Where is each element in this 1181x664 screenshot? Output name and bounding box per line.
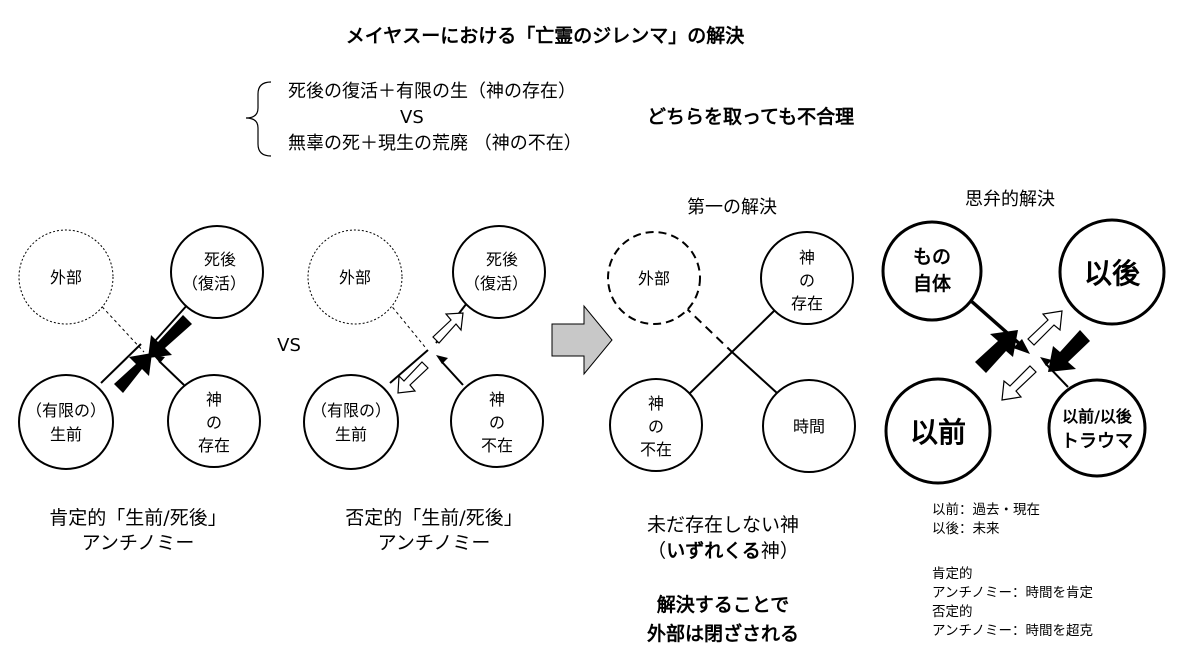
caption-paren-open: （	[647, 540, 666, 562]
panel-negative: 外部 死後 （復活） （有限の） 生前 神 の 不在 否定的「生前/死後」 アン…	[303, 225, 546, 554]
note-line-6: 否定的	[932, 604, 973, 620]
node-after-label-2: （復活）	[464, 274, 528, 293]
link-before	[389, 349, 429, 384]
dilemma-vs: VS	[400, 107, 424, 128]
node-before	[884, 377, 992, 485]
heading-speculative-solution: 思弁的解決	[965, 189, 1055, 210]
bold-note-1: 解決することで	[657, 593, 789, 616]
dilemma-line-2: 無辜の死＋現生の荒廃 （神の不在）	[288, 133, 582, 154]
link-god	[158, 360, 185, 386]
node-after-label-2: （復活）	[182, 274, 246, 293]
node-after	[452, 225, 546, 319]
node-god	[167, 374, 261, 468]
node-god-absent	[609, 378, 703, 472]
link-outer	[683, 305, 733, 353]
arrow-from-after	[148, 315, 192, 358]
dilemma-conclusion: どちらを取っても不合理	[647, 105, 854, 128]
node-before-label-2: 生前	[50, 425, 82, 444]
link-god	[441, 361, 464, 386]
node-after	[1058, 218, 1166, 326]
caption-negative-1: 否定的「生前/死後」	[345, 507, 522, 529]
link-after	[154, 302, 190, 342]
node-time-label: 時間	[793, 417, 825, 436]
node-trauma	[1047, 378, 1147, 478]
node-god-exists	[760, 231, 854, 325]
arrow-toward-after	[1027, 310, 1063, 346]
node-before-label-1: （有限の）	[26, 401, 106, 420]
dilemma-brace	[245, 81, 272, 157]
node-trauma-label-1: 以前/以後	[1062, 407, 1133, 426]
link-god-exists	[731, 309, 776, 353]
node-after	[170, 225, 264, 319]
link-before	[100, 343, 142, 384]
panel-speculative-solution: 思弁的解決 もの 自体 以後 以前 以前/以後 トラウマ 以前：過去・現在 以後…	[881, 189, 1166, 639]
node-god-absent-label-3: 不在	[640, 440, 672, 459]
node-thing-label-1: もの	[913, 246, 951, 268]
node-before	[18, 374, 114, 470]
node-outer	[307, 229, 403, 325]
node-god-absent-label-2: の	[648, 417, 664, 436]
node-outer-label: 外部	[339, 268, 371, 287]
caption-bold-part: いずれくる	[666, 540, 761, 562]
node-outer-label: 外部	[638, 269, 670, 288]
node-before-label: 以前	[910, 416, 966, 449]
arrow-head-trauma	[1040, 357, 1052, 366]
node-after-label-1: 死後	[486, 250, 518, 269]
arrow-toward-before	[397, 361, 429, 394]
arrow-toward-before	[1001, 365, 1037, 401]
vs-label: VS	[277, 335, 301, 356]
panel-first-solution: 第一の解決 外部 神 の 存在 神 の 不在 時間 未だ存在しない神 （いずれく…	[607, 197, 856, 645]
node-god-exists-label-3: 存在	[791, 294, 823, 313]
node-outer-label: 外部	[50, 268, 82, 287]
node-after-label-1: 死後	[204, 250, 236, 269]
node-god-label-1: 神	[206, 390, 222, 409]
arrow-from-after	[1048, 330, 1090, 372]
node-god-label-3: 存在	[198, 436, 230, 455]
node-god	[450, 374, 544, 468]
node-thing-in-itself	[881, 220, 983, 322]
dilemma-line-1: 死後の復活＋有限の生（神の存在）	[288, 81, 576, 102]
node-outer	[18, 229, 114, 325]
node-god-exists-label-2: の	[799, 271, 815, 290]
caption-paren-close: 神）	[761, 540, 799, 562]
node-before	[303, 374, 399, 470]
link-time	[731, 351, 778, 394]
node-god-label-2: の	[206, 413, 222, 432]
link-god-absent	[687, 351, 733, 396]
caption-negative-2: アンチノミー	[378, 532, 491, 554]
note-line-7: アンチノミー：時間を超克	[932, 623, 1093, 639]
page-title: メイヤスーにおける「亡霊のジレンマ」の解決	[346, 24, 745, 47]
node-god-label-1: 神	[489, 390, 505, 409]
caption-affirmative-1: 肯定的「生前/死後」	[49, 507, 226, 529]
arrow-from-before	[114, 353, 152, 393]
node-time	[762, 379, 856, 473]
caption-affirmative-2: アンチノミー	[82, 532, 195, 554]
note-line-5: アンチノミー：時間を肯定	[932, 585, 1093, 601]
arrow-head-thing	[1013, 339, 1030, 354]
arrow-from-before	[975, 330, 1018, 373]
node-god-absent-label-1: 神	[648, 394, 664, 413]
note-line-2: 以後：未来	[932, 521, 1000, 537]
caption-first-solution-2: （いずれくる神）	[647, 540, 799, 562]
caption-first-solution-1: 未だ存在しない神	[647, 514, 799, 536]
note-line-4: 肯定的	[932, 566, 973, 582]
node-thing-label-2: 自体	[913, 272, 952, 295]
arrow-toward-after	[432, 312, 464, 344]
node-before-label-1: （有限の）	[311, 401, 391, 420]
arrow-head-god	[436, 355, 448, 364]
bold-note-2: 外部は閉ざされる	[647, 622, 799, 645]
note-line-1: 以前：過去・現在	[932, 501, 1040, 518]
node-after-label: 以後	[1084, 257, 1141, 290]
node-god-exists-label-1: 神	[799, 248, 815, 267]
node-before-label-2: 生前	[335, 425, 367, 444]
node-god-label-2: の	[489, 413, 505, 432]
panel-affirmative: 外部 死後 （復活） （有限の） 生前 神 の 存在 肯定的「生前/死後」 アン…	[18, 225, 264, 554]
transition-arrow	[551, 304, 613, 376]
node-god-label-3: 不在	[481, 436, 513, 455]
dashed-link-outer	[384, 297, 426, 348]
node-trauma-label-2: トラウマ	[1061, 431, 1133, 452]
node-outer	[607, 231, 701, 325]
heading-first-solution: 第一の解決	[687, 197, 777, 218]
